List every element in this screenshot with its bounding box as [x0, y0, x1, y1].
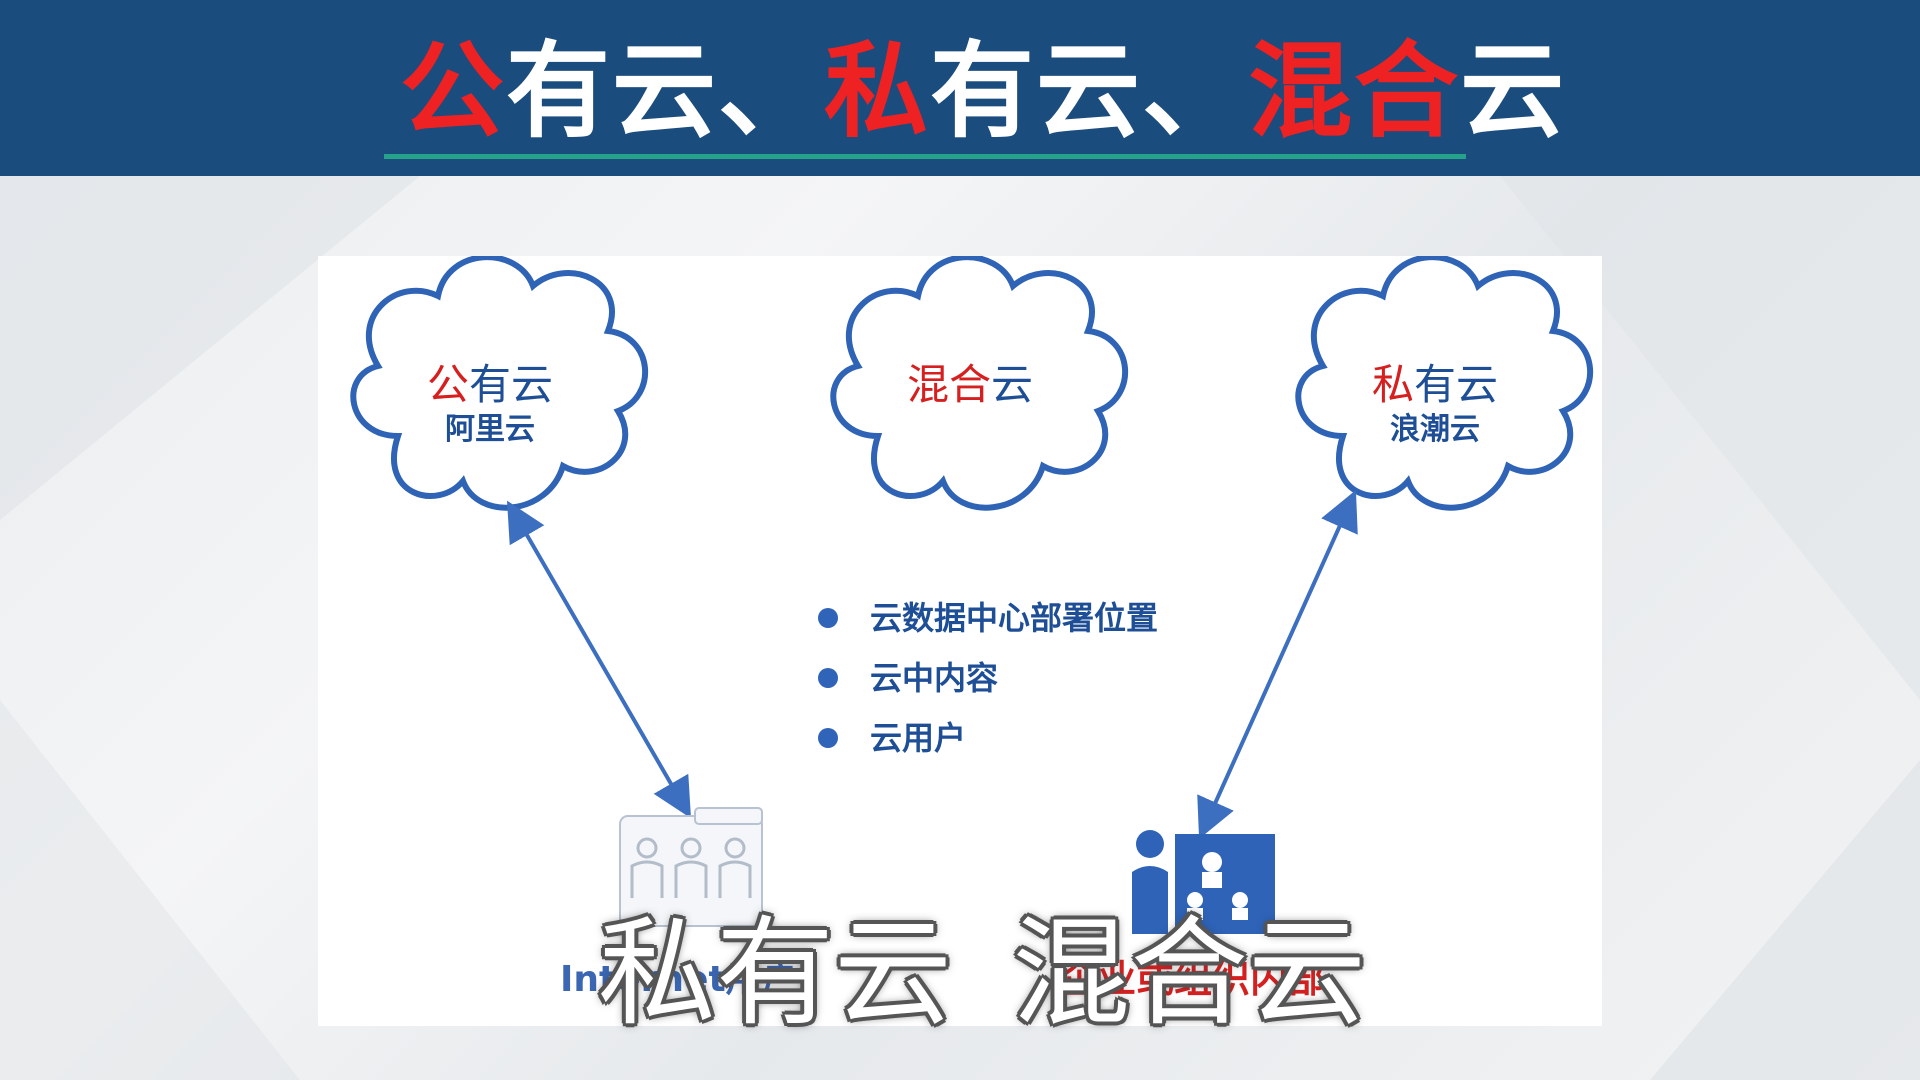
subtitle-left: 私有云 [598, 904, 953, 1042]
title-bar [0, 0, 1920, 176]
title-underline [384, 154, 1466, 159]
hybrid-cloud-label: 混合云 [860, 360, 1080, 410]
enterprise-label: 企业或组织内部 [1060, 957, 1327, 1001]
public-cloud-title: 公有云 [426, 360, 554, 409]
bullet-dot-icon [818, 728, 838, 748]
hybrid-cloud-title: 混合云 [906, 360, 1034, 409]
public-cloud-label: 公有云 阿里云 [380, 360, 600, 450]
list-item: 云用户 [814, 708, 1234, 768]
enterprise-icon [1132, 830, 1275, 934]
private-cloud-shape [1295, 256, 1594, 511]
internet-users-label: Internet用户 [560, 959, 798, 1000]
public-cloud-provider: 阿里云 [445, 412, 535, 447]
private-cloud-title: 私有云 [1371, 360, 1499, 409]
private-cloud-provider: 浪潮云 [1390, 412, 1480, 447]
list-item: 云数据中心部署位置 [814, 588, 1234, 648]
public-cloud-arrow [506, 500, 692, 819]
title-part3: 云 [1460, 30, 1567, 152]
private-cloud-label: 私有云 浪潮云 [1325, 360, 1545, 450]
cloud-diagram [350, 256, 1594, 934]
bullet-dot-icon [818, 608, 838, 628]
subtitle-right: 混合云 [1012, 904, 1367, 1042]
hybrid-cloud-shape [830, 256, 1129, 511]
list-item: 云中内容 [814, 648, 1234, 708]
title-part2-red: 私 [824, 30, 931, 152]
title-part3-red: 混合 [1248, 30, 1461, 152]
internet-users-icon [619, 807, 763, 927]
page-title: 公有云、私有云、混合云 [400, 36, 1564, 146]
title-part2: 有云、 [930, 30, 1249, 152]
bullet-list: 云数据中心部署位置 云中内容 云用户 [814, 588, 1234, 768]
public-cloud-shape [350, 256, 649, 511]
private-cloud-arrow [1197, 490, 1358, 839]
title-part1-red: 公 [400, 30, 507, 152]
title-part1: 有云、 [506, 30, 825, 152]
bullet-dot-icon [818, 668, 838, 688]
